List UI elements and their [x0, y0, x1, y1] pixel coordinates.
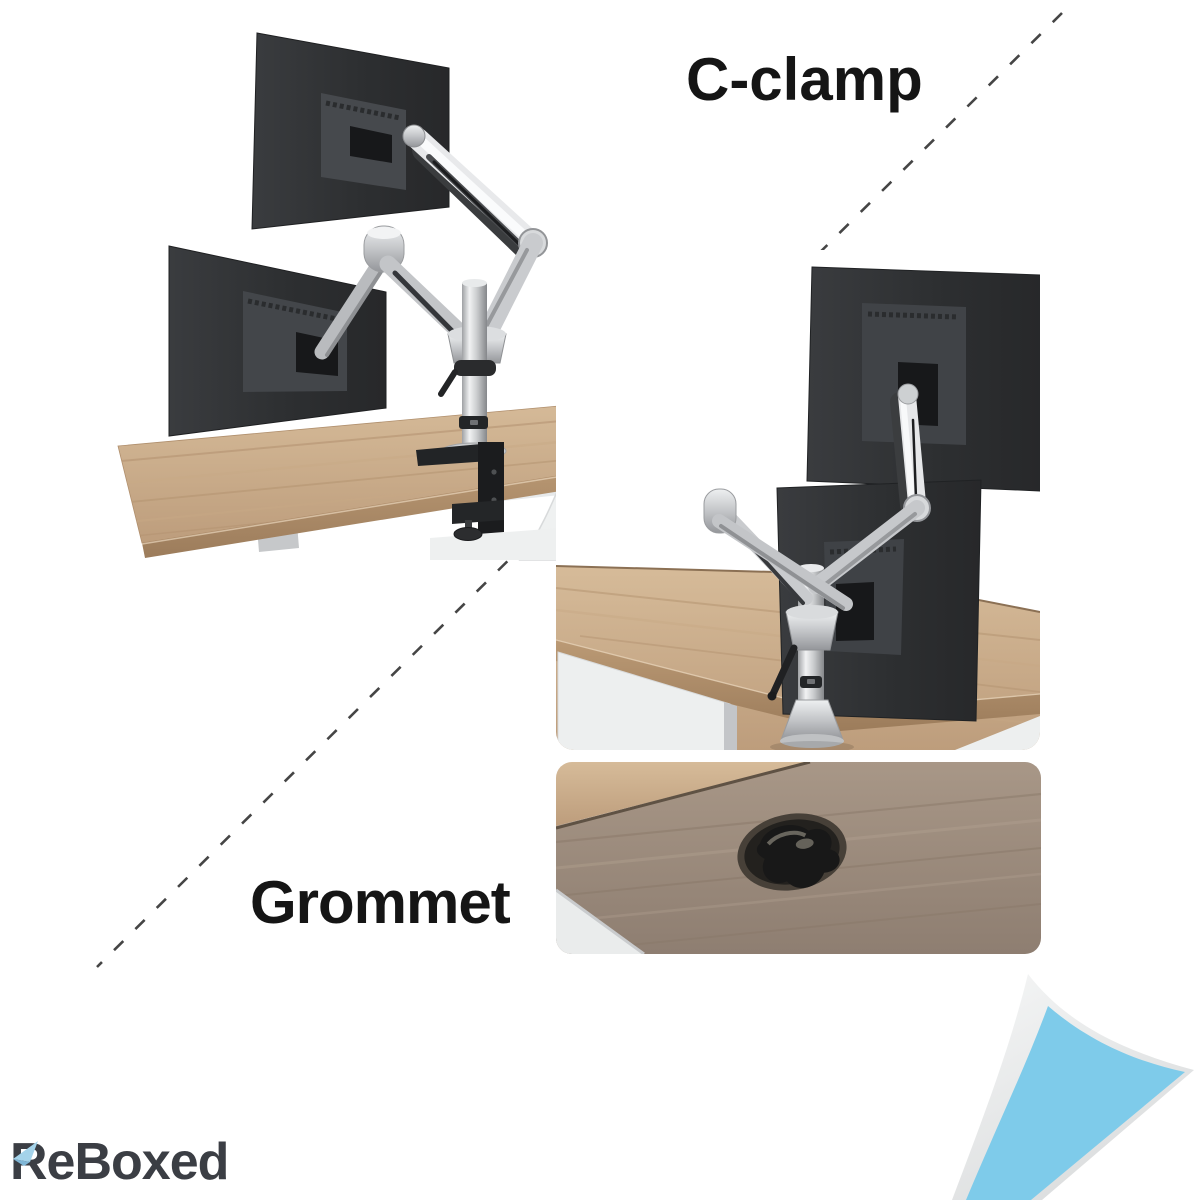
brand-logo-fold-icon [13, 1141, 38, 1166]
tilt-lever-hub [454, 360, 496, 376]
monitor-upper [806, 266, 1040, 492]
desk-seam [556, 762, 811, 830]
mount-pole [767, 564, 854, 750]
vent-grille [325, 100, 401, 121]
clamp-screw [465, 520, 472, 532]
page-curl-decoration [952, 974, 1194, 1200]
dual-gas-spring-arm [314, 124, 548, 360]
adjust-lever [438, 369, 458, 397]
vesa-bracket [836, 582, 874, 641]
monitor-back-left [168, 245, 387, 437]
desk-side-panel [557, 651, 731, 750]
vent-grille [247, 298, 343, 323]
brand-logo-text: ReBoxed [10, 1133, 229, 1191]
c-clamp-label: C-clamp [686, 46, 923, 113]
arm-monitor-joint [897, 383, 919, 405]
grommet-scene [556, 762, 1041, 954]
vesa-bracket [350, 126, 392, 163]
c-clamp-bracket [416, 442, 504, 541]
page-curl-blue [966, 1006, 1185, 1200]
adjust-lever [769, 644, 798, 698]
grommet-label: Grommet [250, 869, 511, 936]
grommet-hole [737, 813, 847, 891]
grommet-insert [756, 825, 840, 889]
arm-monitor-joint [402, 124, 426, 148]
vent-grille [867, 311, 959, 320]
clamp-knob [453, 527, 483, 541]
dual-gas-spring-arm [703, 383, 931, 611]
monitor-front-top [251, 32, 450, 230]
desk-underframe-right [950, 716, 1040, 750]
pole-mount-scene [556, 250, 1040, 750]
